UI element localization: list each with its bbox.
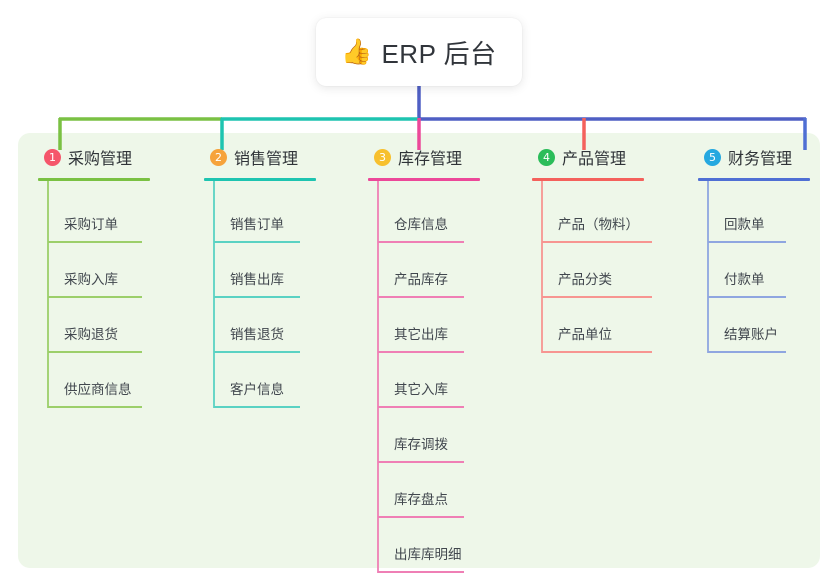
- category-header-4[interactable]: 4 产品管理: [528, 144, 626, 170]
- category-title: 销售管理: [234, 151, 299, 168]
- item-list: 仓库信息产品库存其它出库其它入库库存调拨库存盘点出库库明细: [378, 188, 464, 573]
- list-item[interactable]: 客户信息: [214, 353, 300, 408]
- list-item[interactable]: 采购订单: [48, 188, 142, 243]
- category-column-4: 4 产品管理产品（物料） 产品分类产品单位: [528, 144, 652, 353]
- category-column-5: 5 财务管理回款单付款单结算账户: [694, 144, 810, 353]
- list-item-underline: [378, 461, 464, 463]
- list-item-label: 销售退货: [230, 327, 284, 342]
- category-title: 财务管理: [728, 151, 793, 168]
- list-item[interactable]: 产品单位: [542, 298, 652, 353]
- category-header-3[interactable]: 3 库存管理: [364, 144, 462, 170]
- category-underline: [532, 178, 644, 181]
- category-column-1: 1 采购管理采购订单采购入库采购退货供应商信息: [34, 144, 150, 408]
- list-item[interactable]: 其它入库: [378, 353, 464, 408]
- list-item-underline: [214, 406, 300, 408]
- list-item-label: 产品库存: [394, 272, 448, 287]
- thumbs-up-icon: 👍: [341, 37, 373, 66]
- list-item-label: 其它出库: [394, 327, 448, 342]
- category-underline: [368, 178, 480, 181]
- category-badge: 3: [374, 148, 391, 166]
- list-item-label: 产品（物料）: [558, 217, 639, 232]
- category-badge: 2: [210, 148, 227, 166]
- list-item-label: 其它入库: [394, 382, 448, 397]
- list-item[interactable]: 库存盘点: [378, 463, 464, 518]
- list-item[interactable]: 产品分类: [542, 243, 652, 298]
- list-item-underline: [542, 296, 652, 298]
- category-underline: [204, 178, 316, 181]
- list-item-label: 销售出库: [230, 272, 284, 287]
- list-item-label: 采购订单: [64, 217, 118, 232]
- list-item[interactable]: 销售退货: [214, 298, 300, 353]
- list-item-underline: [378, 351, 464, 353]
- item-list: 产品（物料） 产品分类产品单位: [542, 188, 652, 353]
- list-item-label: 回款单: [724, 217, 765, 232]
- list-item-label: 产品单位: [558, 327, 612, 342]
- list-item[interactable]: 产品（物料）: [542, 188, 652, 243]
- list-item[interactable]: 采购退货: [48, 298, 142, 353]
- list-item-underline: [542, 241, 652, 243]
- list-item-label: 出库库明细: [394, 547, 462, 562]
- list-item-underline: [708, 351, 786, 353]
- category-header-1[interactable]: 1 采购管理: [34, 144, 132, 170]
- list-item-underline: [48, 351, 142, 353]
- list-item[interactable]: 结算账户: [708, 298, 786, 353]
- list-item-underline: [378, 516, 464, 518]
- category-badge: 5: [704, 148, 721, 166]
- category-underline: [698, 178, 810, 181]
- item-list: 回款单付款单结算账户: [708, 188, 786, 353]
- list-item[interactable]: 销售订单: [214, 188, 300, 243]
- list-item-label: 仓库信息: [394, 217, 448, 232]
- list-item[interactable]: 仓库信息: [378, 188, 464, 243]
- list-item-label: 库存盘点: [394, 492, 448, 507]
- root-node[interactable]: 👍 ERP 后台: [316, 18, 522, 86]
- category-title: 采购管理: [68, 151, 133, 168]
- category-underline: [38, 178, 150, 181]
- list-item-underline: [378, 406, 464, 408]
- list-item-underline: [542, 351, 652, 353]
- list-item-label: 结算账户: [724, 327, 778, 342]
- category-header-5[interactable]: 5 财务管理: [694, 144, 792, 170]
- list-item-underline: [214, 351, 300, 353]
- list-item-underline: [708, 296, 786, 298]
- category-column-3: 3 库存管理仓库信息产品库存其它出库其它入库库存调拨库存盘点出库库明细: [364, 144, 480, 573]
- root-title: ERP 后台: [381, 38, 497, 69]
- content-panel: [18, 133, 820, 568]
- list-item[interactable]: 采购入库: [48, 243, 142, 298]
- list-item-label: 付款单: [724, 272, 765, 287]
- list-item-underline: [378, 241, 464, 243]
- list-item[interactable]: 销售出库: [214, 243, 300, 298]
- list-item[interactable]: 库存调拨: [378, 408, 464, 463]
- category-title: 库存管理: [398, 151, 463, 168]
- list-item-underline: [48, 406, 142, 408]
- list-item-label: 客户信息: [230, 382, 284, 397]
- category-header-2[interactable]: 2 销售管理: [200, 144, 298, 170]
- list-item[interactable]: 其它出库: [378, 298, 464, 353]
- category-title: 产品管理: [562, 151, 627, 168]
- category-badge: 4: [538, 148, 555, 166]
- list-item[interactable]: 回款单: [708, 188, 786, 243]
- category-column-2: 2 销售管理销售订单销售出库销售退货客户信息: [200, 144, 316, 408]
- list-item-underline: [378, 296, 464, 298]
- list-item-underline: [214, 241, 300, 243]
- list-item-underline: [48, 241, 142, 243]
- list-item[interactable]: 产品库存: [378, 243, 464, 298]
- item-list: 销售订单销售出库销售退货客户信息: [214, 188, 300, 408]
- list-item-underline: [48, 296, 142, 298]
- item-list: 采购订单采购入库采购退货供应商信息: [48, 188, 142, 408]
- list-item-underline: [214, 296, 300, 298]
- list-item-underline: [708, 241, 786, 243]
- list-item-underline: [378, 571, 464, 573]
- list-item[interactable]: 供应商信息: [48, 353, 142, 408]
- list-item-label: 产品分类: [558, 272, 612, 287]
- list-item-label: 采购退货: [64, 327, 118, 342]
- list-item-label: 销售订单: [230, 217, 284, 232]
- list-item-label: 库存调拨: [394, 437, 448, 452]
- list-item[interactable]: 出库库明细: [378, 518, 464, 573]
- category-badge: 1: [44, 148, 61, 166]
- list-item-label: 供应商信息: [64, 382, 132, 397]
- list-item[interactable]: 付款单: [708, 243, 786, 298]
- list-item-label: 采购入库: [64, 272, 118, 287]
